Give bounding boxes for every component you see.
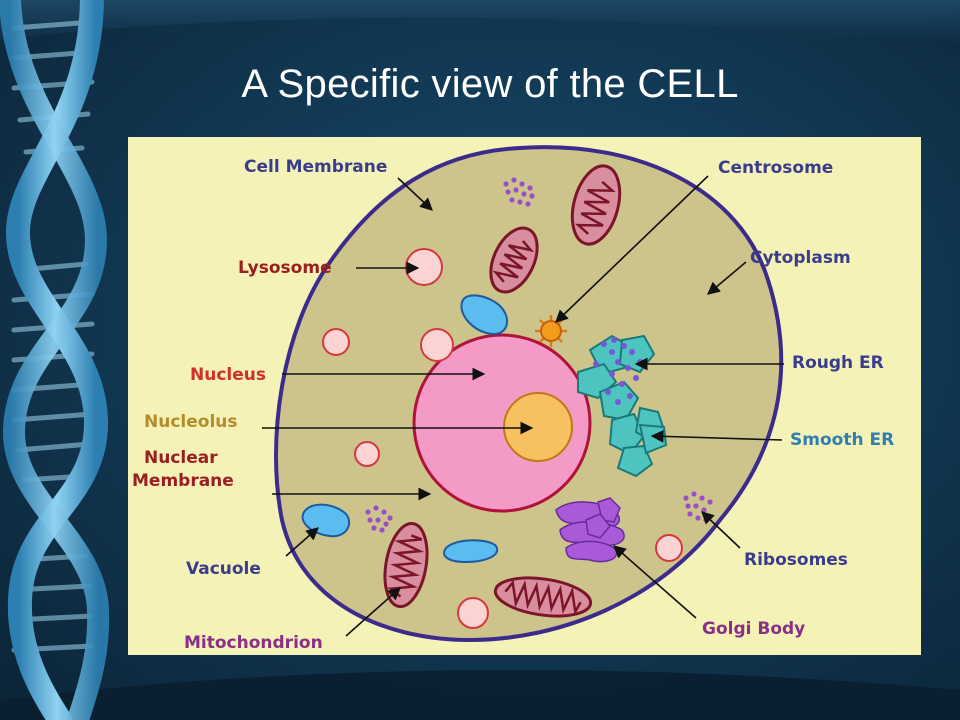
label-nucleolus: Nucleolus [144,412,238,432]
animal-cell-diagram: Cell Membrane Lysosome Nucleus Nucleolus… [128,137,921,655]
label-rough-er: Rough ER [792,353,884,373]
lysosome [420,328,454,362]
mitochondrion [383,521,429,609]
label-vacuole: Vacuole [186,559,261,579]
vacuole [443,539,499,564]
ribosomes [365,505,393,533]
centrosome [535,315,567,347]
label-mitochondrion: Mitochondrion [184,633,323,653]
lysosome [322,328,350,356]
label-nuclear-membrane-line1: Nuclear [144,448,218,468]
lysosome [655,534,683,562]
leader-vacuole [285,527,319,557]
mitochondrion [489,226,539,294]
label-smooth-er: Smooth ER [790,430,894,450]
mitochondrion [570,164,622,246]
label-golgi-body: Golgi Body [702,619,805,639]
label-cell-membrane: Cell Membrane [244,157,387,177]
label-cytoplasm: Cytoplasm [750,248,851,268]
nucleolus [503,392,573,462]
lysosome [354,441,380,467]
leader-centrosome [555,175,709,323]
mitochondria [383,164,622,618]
golgi-body [555,497,625,563]
nucleus [412,333,592,513]
leader-smooth-er [650,429,783,443]
leader-mitochondrion [345,587,401,637]
label-nuclear-membrane-line2: Membrane [132,471,234,491]
label-ribosomes: Ribosomes [744,550,848,570]
ribosomes [503,177,535,207]
label-nucleus: Nucleus [190,365,266,385]
slide-title: A Specific view of the CELL [241,62,739,106]
lysosome [405,248,443,286]
vacuoles [301,294,509,564]
label-centrosome: Centrosome [718,158,833,178]
labels: Cell Membrane Lysosome Nucleus Nucleolus… [132,157,894,653]
leader-ribosomes [701,511,741,549]
vacuole [460,294,509,336]
label-lysosome: Lysosome [238,258,332,278]
lysosomes [322,248,683,629]
leader-cytoplasm [707,261,747,295]
leader-lines [262,175,784,637]
lysosome [457,597,489,629]
leader-cell-membrane [397,177,433,211]
leader-golgi-body [613,545,697,619]
mitochondrion [493,576,593,618]
